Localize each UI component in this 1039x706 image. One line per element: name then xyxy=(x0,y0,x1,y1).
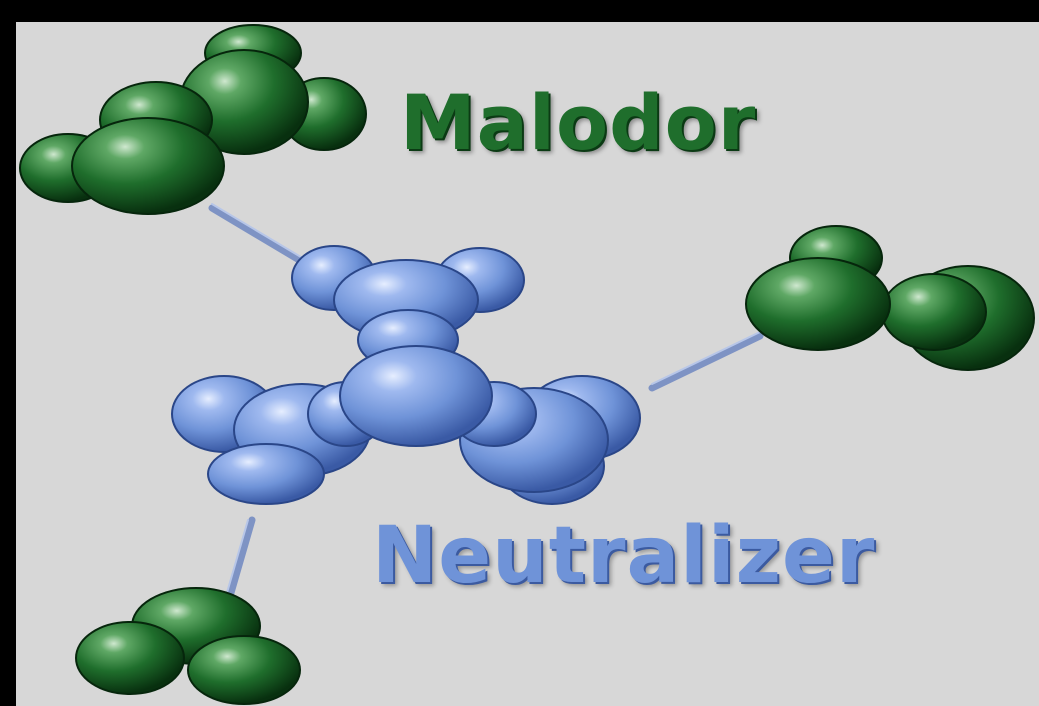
malodor-molecule-top-left xyxy=(19,24,367,215)
neutralizer-molecule xyxy=(171,245,641,505)
malodor-label: Malodor xyxy=(400,78,757,167)
diagram-canvas: Malodor Neutralizer xyxy=(16,22,1039,706)
neutralizer-label: Neutralizer xyxy=(372,511,876,601)
malodor-molecule-bottom-left xyxy=(75,587,301,705)
bond-right xyxy=(648,332,764,392)
molecule-diagram xyxy=(19,24,1035,705)
malodor-molecule-right xyxy=(745,225,1035,371)
